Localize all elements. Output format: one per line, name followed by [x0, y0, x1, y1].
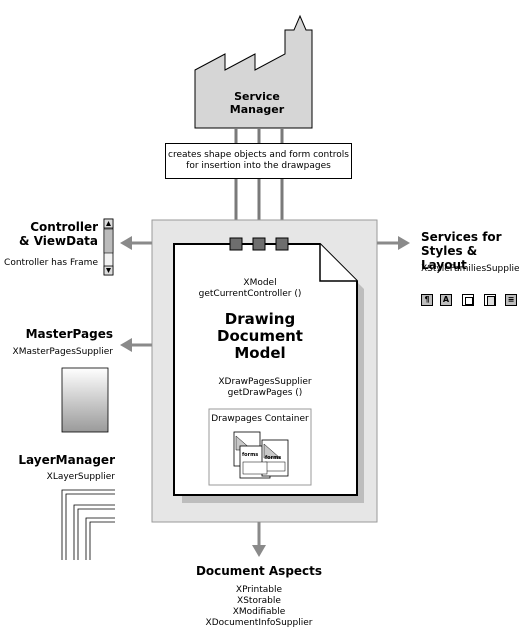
service-manager-label: Service Manager: [212, 90, 302, 116]
drawpages-container-title: Drawpages Container: [211, 414, 309, 424]
frame-style-icon: [462, 294, 474, 306]
factory-shape: [194, 14, 313, 129]
paragraph-style-icon: ¶: [421, 294, 433, 306]
getcontroller-text: getCurrentController (): [198, 289, 302, 299]
controller-text: Controller has Frame: [4, 258, 98, 268]
connector-square-2: [252, 237, 266, 251]
title-line3: Model: [234, 344, 286, 362]
controller-title-line1: Controller: [30, 220, 98, 234]
xmodel-text: XModel: [243, 278, 277, 288]
connector-square-1: [229, 237, 243, 251]
styles-title-line1: Services for: [421, 230, 502, 244]
title-line2: Document: [217, 327, 303, 345]
aspect-item: XStorable: [237, 596, 281, 606]
character-style-icon: A: [440, 294, 452, 306]
creates-line1: creates shape objects and form controls: [168, 150, 349, 160]
styles-title-line2: Styles & Layout: [421, 244, 478, 272]
drawing-document-model-title: Drawing Document Model: [185, 311, 335, 362]
creates-line2: for insertion into the drawpages: [186, 161, 331, 171]
aspects-title: Document Aspects: [195, 564, 323, 578]
styles-title: Services for Styles & Layout: [421, 230, 519, 272]
controller-title-line2: & ViewData: [19, 234, 98, 248]
connector-square-3: [275, 237, 289, 251]
page-style-icon: [484, 294, 496, 306]
aspects-list: XPrintable XStorable XModifiable XDocume…: [180, 585, 338, 629]
layermanager-text: XLayerSupplier: [46, 472, 115, 482]
service-manager-line1: Service: [234, 90, 280, 103]
controller-title: Controller & ViewData: [0, 220, 98, 248]
creates-box: creates shape objects and form controls …: [165, 143, 352, 179]
masterpages-gradient: [61, 367, 109, 433]
service-manager-line2: Manager: [229, 103, 285, 116]
forms-label-1: forms: [242, 452, 259, 458]
masterpages-title: MasterPages: [25, 327, 113, 341]
aspect-item: XModifiable: [232, 607, 286, 617]
layermanager-title: LayerManager: [18, 453, 115, 467]
getdrawpages-text: getDrawPages (): [227, 388, 303, 398]
xdrawpages-text: XDrawPagesSupplier: [218, 377, 312, 387]
aspect-item: XPrintable: [235, 585, 283, 595]
title-line1: Drawing: [224, 310, 296, 328]
forms-label-2: forms: [265, 455, 282, 461]
layer-corners: [61, 489, 115, 560]
styles-text: XStyleFamiliesSupplier: [421, 264, 519, 274]
aspect-item: XDocumentInfoSupplier: [205, 618, 313, 628]
numbering-style-icon: ≡: [505, 294, 517, 306]
masterpages-text: XMasterPagesSupplier: [12, 347, 113, 357]
